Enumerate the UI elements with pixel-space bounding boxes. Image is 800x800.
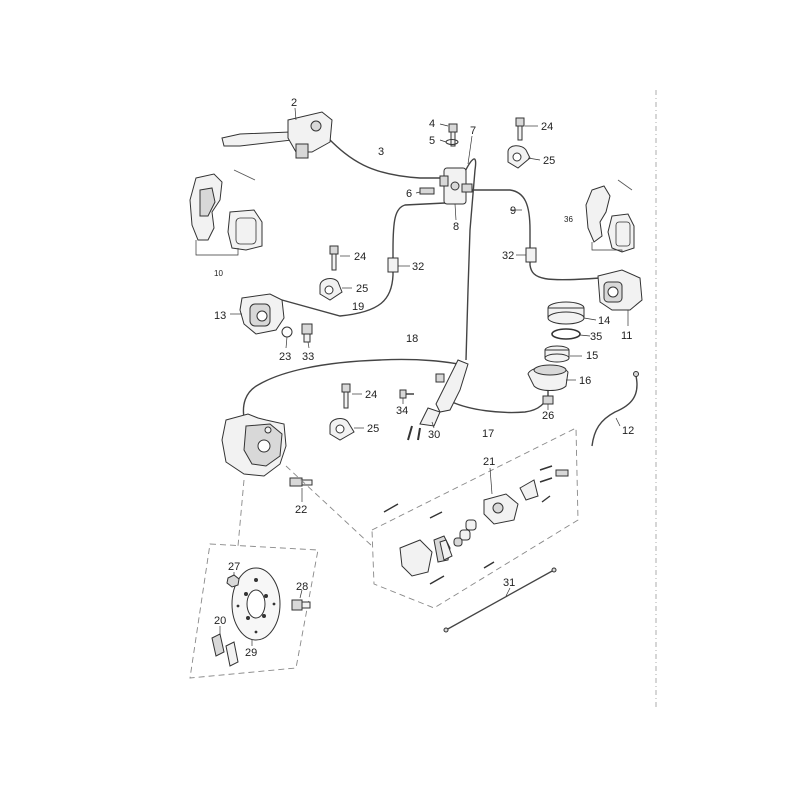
callout-32-left: 32	[412, 261, 424, 273]
callout-17: 17	[482, 428, 494, 440]
bolt-clamp-top	[507, 117, 541, 169]
callout-18: 18	[406, 333, 418, 345]
bolt-clamp-lower	[329, 383, 364, 441]
callout-32-right: 32	[502, 250, 514, 262]
callout-6: 6	[406, 188, 412, 200]
long-pin	[443, 567, 557, 633]
hose-9	[468, 189, 601, 281]
callout-26: 26	[542, 410, 554, 422]
front-brake-lever-assembly	[221, 107, 333, 159]
hose-18	[242, 358, 463, 419]
hose-17	[451, 395, 548, 414]
callout-28: 28	[296, 581, 308, 593]
reservoir-assembly	[527, 301, 597, 410]
callout-31: 31	[503, 577, 515, 589]
callout-14: 14	[598, 315, 610, 327]
callout-3: 3	[378, 146, 384, 158]
callout-13: 13	[214, 310, 226, 322]
callout-2: 2	[291, 97, 297, 109]
callout-29: 29	[245, 647, 257, 659]
callout-19: 19	[352, 301, 364, 313]
callout-16: 16	[579, 375, 591, 387]
callout-9: 9	[510, 205, 516, 217]
callout-24-top: 24	[541, 121, 553, 133]
callout-24-middle: 24	[354, 251, 366, 263]
rear-master-cylinder	[399, 359, 469, 441]
callout-22: 22	[295, 504, 307, 516]
callout-7: 7	[470, 125, 476, 137]
bolt-clamp-middle	[319, 245, 352, 301]
brake-cable	[591, 371, 639, 447]
callout-27: 27	[228, 561, 240, 573]
callout-25-lower: 25	[367, 423, 379, 435]
hose-19	[281, 202, 446, 317]
front-left-caliper	[230, 293, 313, 349]
rear-caliper-kit-dashed-box	[285, 427, 579, 609]
front-right-caliper	[597, 269, 643, 326]
brake-hoses	[242, 137, 601, 419]
callout-36: 36	[564, 215, 573, 224]
callout-4: 4	[429, 118, 435, 130]
brake-disc-dashed-box	[189, 479, 319, 679]
callout-34: 34	[396, 405, 408, 417]
callout-8: 8	[453, 221, 459, 233]
brake-junction-block	[415, 123, 473, 221]
callout-15: 15	[586, 350, 598, 362]
front-right-brake-pads	[585, 179, 635, 253]
callout-33: 33	[302, 351, 314, 363]
callout-25-middle: 25	[356, 283, 368, 295]
callout-30: 30	[428, 429, 440, 441]
front-left-brake-pads	[189, 169, 263, 256]
hose-clips	[387, 209, 537, 273]
callout-5: 5	[429, 135, 435, 147]
hose-3	[327, 137, 445, 179]
callout-21: 21	[483, 456, 495, 468]
callout-25-top: 25	[543, 155, 555, 167]
callout-24-lower: 24	[365, 389, 377, 401]
callout-12: 12	[622, 425, 634, 437]
callout-10: 10	[214, 269, 223, 278]
callout-23: 23	[279, 351, 291, 363]
callout-20: 20	[214, 615, 226, 627]
brake-disc-kit	[211, 567, 311, 667]
rear-caliper-kit-parts	[383, 465, 569, 585]
rear-brake-caliper	[221, 413, 313, 502]
callout-35: 35	[590, 331, 602, 343]
callout-11: 11	[621, 330, 632, 342]
callout-labels: 2 3 4 5 6 7 8 9 10 11 12 13 14 15 16 17 …	[214, 97, 634, 659]
